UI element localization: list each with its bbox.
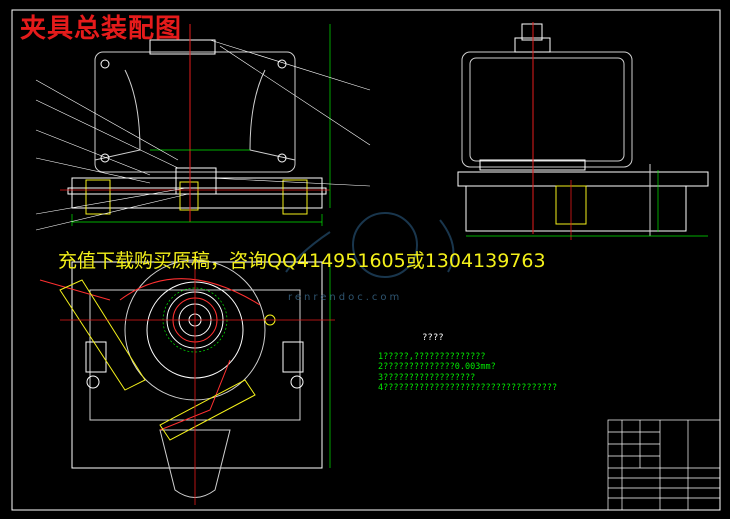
- side-dimensions: [466, 170, 708, 237]
- side-view: [457, 23, 709, 236]
- technical-notes: ???? 1?????,?????????????? 2????????????…: [378, 333, 557, 394]
- notes-heading: ????: [422, 333, 444, 343]
- note-line-1: 1?????,??????????????: [378, 351, 486, 362]
- drawing-border: [11, 9, 721, 511]
- drawing-title: 夹具总装配图: [20, 14, 183, 44]
- front-leader-lines: [35, 39, 371, 231]
- top-view: [71, 259, 323, 498]
- note-line-4: 4??????????????????????????????????: [378, 383, 558, 393]
- contact-banner: 充值下载购买原稿，咨询QQ414951605或1304139763: [58, 250, 546, 272]
- watermark-logo: [285, 212, 455, 278]
- watermark-text: renrendoc.com: [288, 292, 403, 303]
- title-block: [607, 419, 721, 511]
- top-view-fixture: [39, 278, 261, 431]
- note-line-3: 3??????????????????: [378, 372, 476, 383]
- note-line-2: 2??????????????0.003mm?: [378, 362, 496, 372]
- front-dimensions: [71, 24, 331, 226]
- front-view: [67, 39, 327, 215]
